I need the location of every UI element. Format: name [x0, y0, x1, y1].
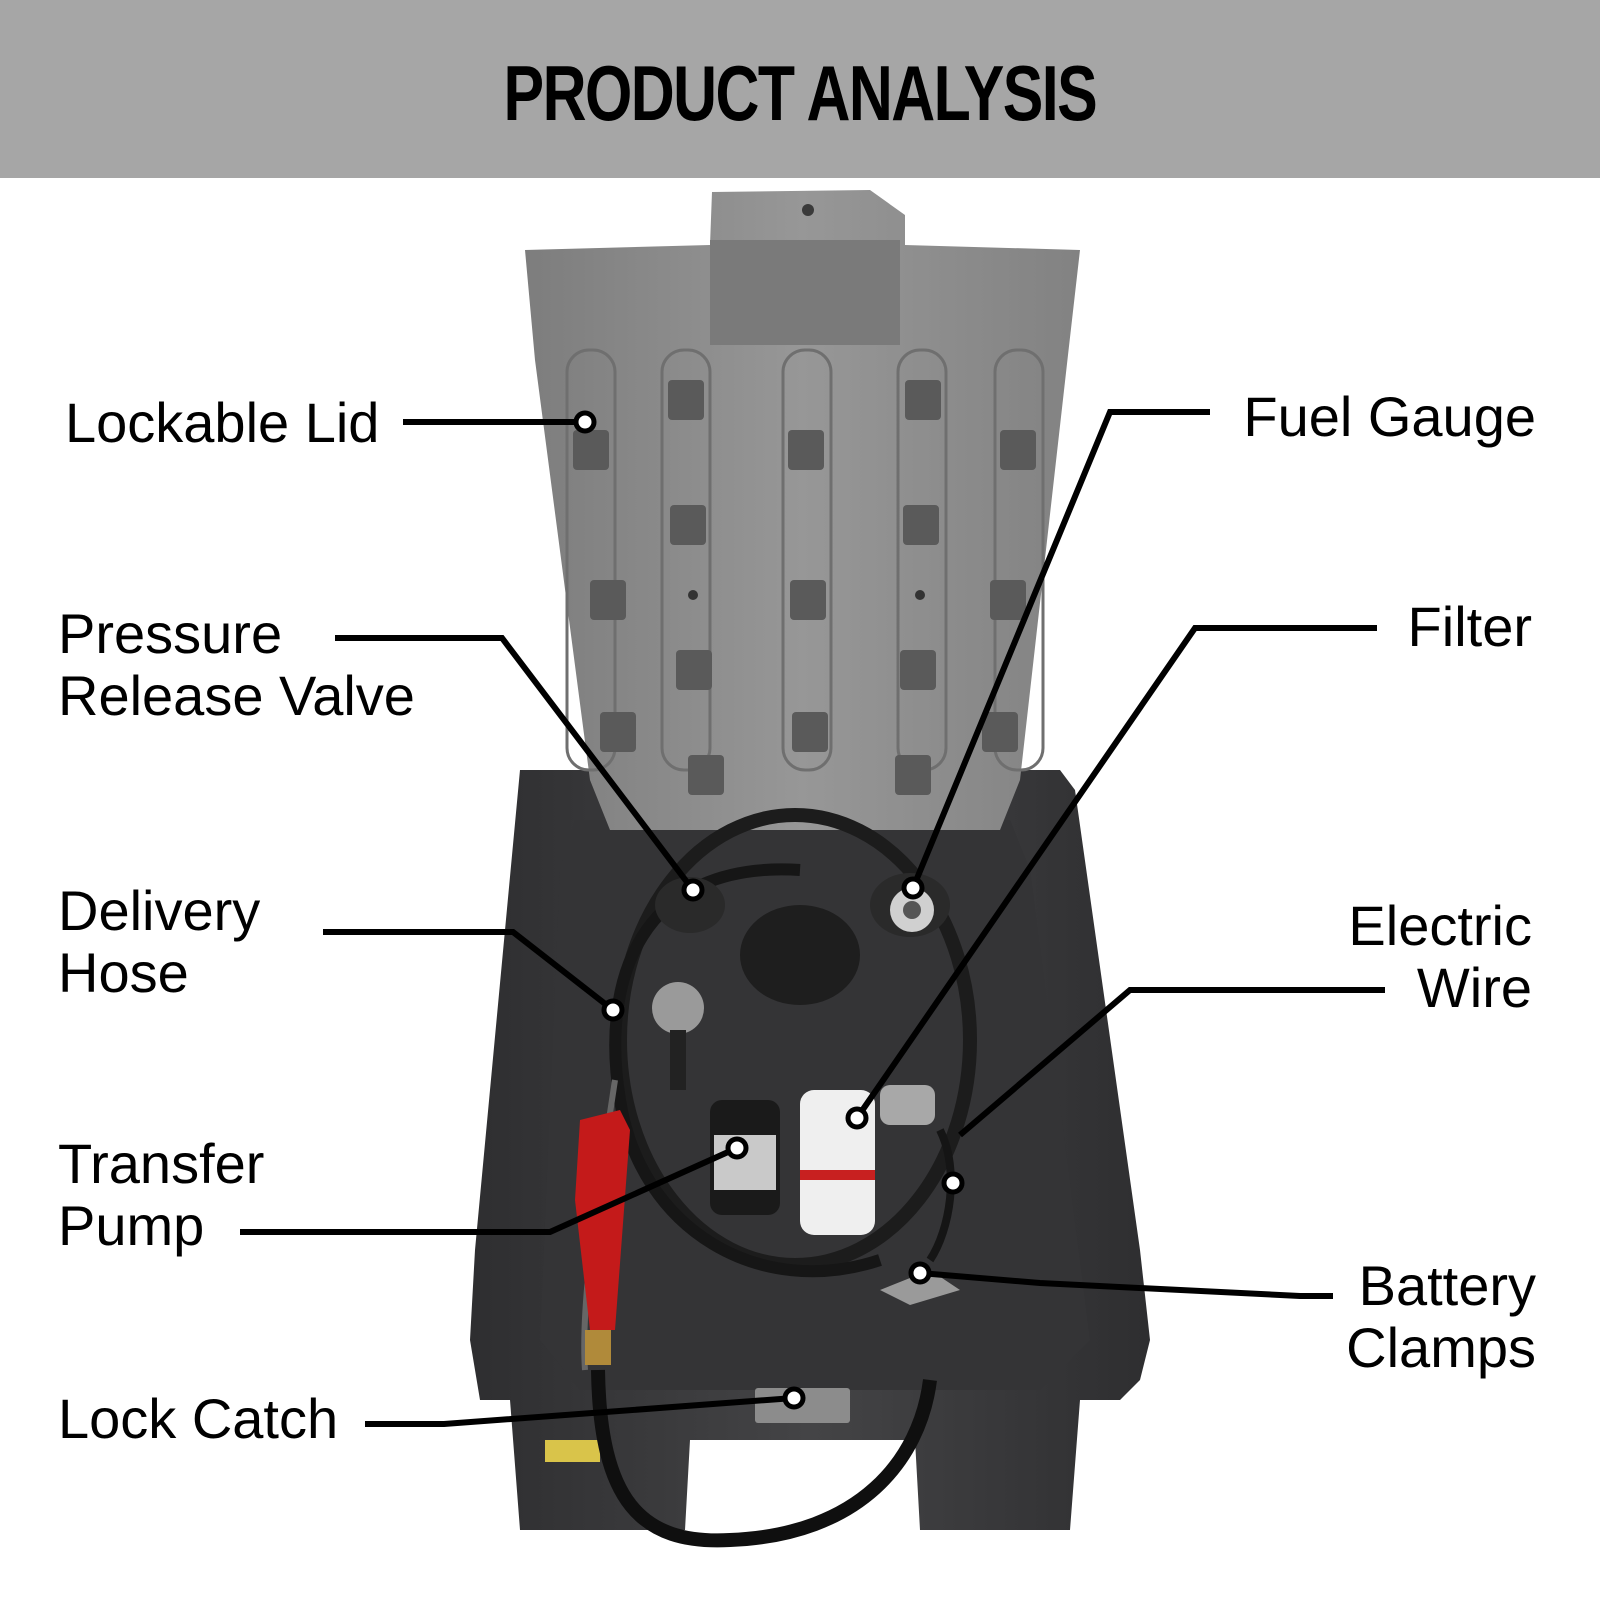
label-lock-catch: Lock Catch [58, 1387, 339, 1450]
leader-line-pressure-valve [335, 635, 696, 892]
leader-line-delivery-hose [323, 929, 615, 1013]
label-filter: Filter [1407, 595, 1532, 658]
callout-dot-pressure-valve [681, 878, 705, 902]
leader-line-lock-catch [365, 1395, 795, 1427]
leader-line-battery-clamps [919, 1270, 1333, 1299]
leader-lines [240, 409, 1385, 1427]
battery-clamps-shape [880, 1270, 960, 1305]
warning-sticker [545, 1440, 600, 1462]
page-title: PRODUCT ANALYSIS [503, 48, 1098, 137]
label-transfer-pump: Transfer Pump [58, 1132, 265, 1257]
callout-dot-delivery-hose [601, 998, 625, 1022]
callout-dots [573, 410, 965, 1410]
callout-dot-fuel-gauge [901, 876, 925, 900]
lid [525, 190, 1080, 830]
fuel-nozzle [575, 1110, 630, 1330]
label-battery-clamps: Battery Clamps [1346, 1254, 1536, 1379]
leader-line-fuel-gauge [910, 409, 1210, 890]
callout-dot-lockable-lid [573, 410, 597, 434]
callout-dot-battery-clamps [908, 1261, 932, 1285]
header-banner: PRODUCT ANALYSIS [0, 0, 1600, 178]
label-electric-wire: Electric Wire [1348, 894, 1532, 1019]
pressure-valve-cap [655, 877, 725, 933]
callout-dot-filter [845, 1106, 869, 1130]
label-delivery-hose: Delivery Hose [58, 879, 261, 1004]
callout-dot-transfer-pump [725, 1136, 749, 1160]
label-fuel-gauge: Fuel Gauge [1243, 385, 1536, 448]
label-lockable-lid: Lockable Lid [65, 391, 380, 454]
leader-line-filter [854, 625, 1377, 1120]
callout-dot-electric-wire [941, 1171, 965, 1195]
label-pressure-release-valve: Pressure Release Valve [58, 602, 415, 727]
delivery-hose-outlet [591, 1369, 937, 1548]
filler-cap [740, 905, 860, 1005]
leader-line-electric-wire [958, 987, 1385, 1138]
leader-line-transfer-pump [240, 1145, 739, 1235]
callout-dot-lock-catch [782, 1386, 806, 1410]
